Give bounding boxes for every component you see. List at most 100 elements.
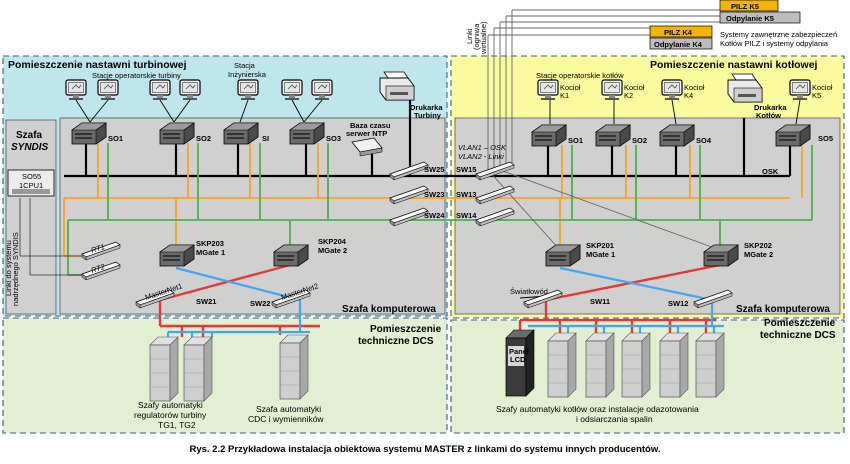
skp202-label: SKP202 [744, 241, 772, 250]
k1-label-2: K1 [560, 91, 569, 100]
turbine-cabinets-2: regulatorów turbiny [134, 410, 207, 420]
cabinet-icon [695, 332, 725, 398]
rt1-label: RT1 [90, 242, 106, 255]
cabinet-icon [585, 332, 615, 398]
figure-caption: Rys. 2.2 Przykładowa instalacja obiektow… [189, 444, 661, 455]
ntp-label-1: Baza czasu [350, 121, 391, 130]
cabinet-icon [149, 336, 179, 402]
so5-boiler-label: SO5 [818, 134, 833, 143]
syndis-controller [7, 169, 55, 197]
tech-right-title-1: Pomieszczenie [764, 318, 836, 329]
tech-left-title-2: techniczne DCS [358, 336, 434, 347]
boiler-cabinets-1: Szafy automatyki kotłów oraz instalacje … [496, 404, 699, 414]
server-icon [71, 122, 107, 145]
zone-tech-left [2, 317, 448, 434]
k5-label-1: Kocioł [812, 83, 833, 92]
server-icon [273, 244, 309, 267]
server-icon [659, 124, 695, 147]
odp-k4-label: Odpylanie K4 [654, 40, 703, 49]
sw21-label: SW21 [196, 297, 216, 306]
k4-label-1: Kocioł [684, 83, 705, 92]
k4-label-2: K4 [684, 91, 693, 100]
mgate2-turbine-label: MGate 2 [318, 246, 347, 255]
syndis-box-2: 1CPU1 [19, 181, 43, 190]
cabinet-icon [279, 334, 309, 400]
syndis-vertical-2: nadrzędnego SYNDIS [11, 232, 20, 306]
network-green [67, 143, 813, 276]
server-left-title: Szafa komputerowa [342, 304, 436, 315]
turbine-cabinets-3: TG1, TG2 [158, 420, 196, 430]
sw15-label: SW15 [456, 165, 476, 174]
server-icon [595, 124, 631, 147]
syndis-title-1: Szafa [16, 130, 43, 141]
syndis-links [19, 198, 84, 276]
server-cabinet-left [59, 117, 446, 315]
panel-lcd-2: LCD [510, 355, 526, 364]
server-right-title: Szafa komputerowa [736, 304, 830, 315]
sw12-label: SW12 [668, 299, 688, 308]
external-desc-2: Kotłów PILZ i systemy odpylania [720, 39, 829, 48]
syndis-cabinet [5, 119, 57, 315]
rt2-label: RT2 [90, 262, 107, 275]
syndis-vertical-1: Linki do systemu [4, 240, 13, 296]
server-icon [775, 124, 811, 147]
mgate1-boiler-label: MGate 1 [586, 250, 615, 259]
panel-lcd-1: Panel [509, 347, 529, 356]
odp-k5-box [719, 11, 801, 24]
odp-k5-label: Odpylanie K5 [726, 14, 774, 23]
mgate2-boiler-label: MGate 2 [744, 250, 773, 259]
k5-label-2: K5 [812, 91, 821, 100]
cabinet-icon [659, 332, 689, 398]
server-icon [703, 244, 739, 267]
cabinet-icon [621, 332, 651, 398]
k2-label-2: K2 [624, 91, 633, 100]
fiber-label: Światłowód [510, 287, 548, 296]
server-icon [289, 122, 325, 145]
so2-turbine-label: SO2 [196, 134, 211, 143]
odp-k4-box [649, 37, 713, 50]
syndis-title-2: SYNDIS [11, 142, 49, 153]
sw11-label: SW11 [590, 297, 610, 306]
printer-turbine-1: Drukarka [410, 103, 443, 112]
printer-boiler-2: Kotłów [756, 111, 781, 120]
cdc-cabinet-1: Szafa automatyki [256, 404, 321, 414]
virtual-links-1: Linki [465, 28, 474, 44]
ntp-server-icon [351, 137, 383, 157]
monitor-links [75, 99, 801, 125]
so1-boiler-label: SO1 [568, 136, 583, 145]
cdc-cabinet-2: CDC i wymienników [248, 414, 324, 424]
ntp-label-2: serwer NTP [346, 129, 387, 138]
vlan1-label: VLAN1 – OSK [458, 143, 507, 152]
vlan2-label: VLAN2 - Linki [458, 152, 504, 161]
panel-lcd-cabinet [505, 329, 535, 397]
so4-boiler-label: SO4 [696, 136, 712, 145]
pilz-k4-box [649, 25, 713, 38]
external-desc-1: Systemy zawnętrzne zabezpieczeń [720, 30, 837, 39]
so3-turbine-label: SO3 [326, 134, 341, 143]
sw22-label: SW22 [250, 299, 270, 308]
virtual-links-3: wirtualne) [479, 21, 488, 55]
k1-label-1: Kocioł [560, 83, 581, 92]
sw25-label: SW25 [424, 165, 444, 174]
server-cabinet-right [454, 117, 841, 315]
turbine-stations-label: Stacje operatorskie turbiny [92, 71, 181, 80]
server-icon [159, 122, 195, 145]
server-icon [531, 124, 567, 147]
k2-label-1: Kocioł [624, 83, 645, 92]
server-icon [545, 244, 581, 267]
tech-left-title-1: Pomieszczenie [370, 324, 442, 335]
turbine-zone-title: Pomieszczenie nastawni turbinowej [8, 59, 187, 71]
sw13-label: SW13 [456, 190, 476, 199]
sw24-label: SW24 [424, 211, 445, 220]
syndis-box-1: SO55 [22, 172, 41, 181]
turbine-cabinets-1: Szafy automatyki [138, 400, 203, 410]
printer-turbine-2: Turbiny [414, 111, 442, 120]
eng-station-2: Inżynierska [228, 70, 267, 79]
tech-right-title-2: techniczne DCS [760, 330, 836, 341]
pilz-k4-label: PILZ K4 [664, 28, 693, 37]
server-icon [223, 122, 259, 145]
si-label: SI [262, 134, 269, 143]
skp203-label: SKP203 [196, 239, 224, 248]
eng-station-1: Stacja [234, 61, 256, 70]
